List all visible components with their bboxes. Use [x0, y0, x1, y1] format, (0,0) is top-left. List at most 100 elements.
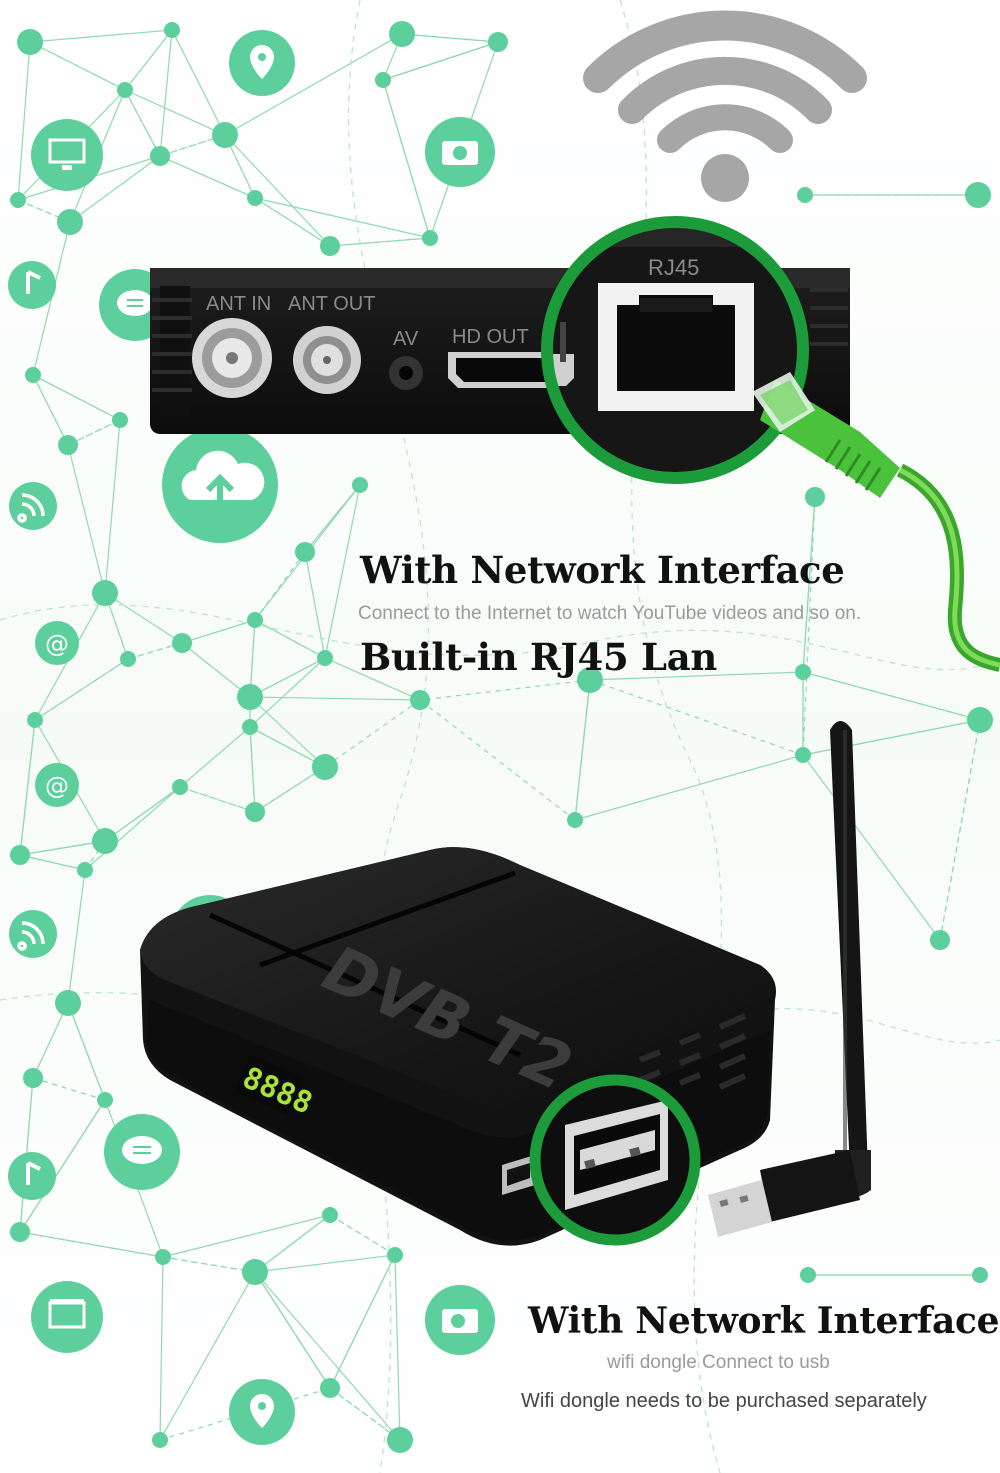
- network-node: [967, 707, 993, 733]
- network-line: [67, 1002, 106, 1101]
- network-line: [254, 197, 331, 247]
- network-line: [249, 696, 421, 701]
- network-line: [159, 29, 173, 157]
- network-node: [10, 845, 30, 865]
- section2-line1: wifi dongle Connect to usb: [607, 1352, 830, 1373]
- network-curve: [347, 0, 430, 1473]
- network-line: [419, 679, 591, 701]
- svg-text:@: @: [45, 772, 69, 800]
- section2-line2: Wifi dongle needs to be purchased separa…: [521, 1390, 927, 1412]
- email-at-icon: @: [35, 621, 79, 665]
- network-node: [972, 1267, 988, 1283]
- network-line: [171, 29, 226, 136]
- network-line: [574, 754, 804, 821]
- network-line: [32, 1002, 69, 1079]
- network-line: [67, 869, 86, 1004]
- network-line: [329, 237, 431, 247]
- network-node: [172, 633, 192, 653]
- network-line: [224, 33, 403, 136]
- network-node: [322, 1207, 338, 1223]
- network-line: [574, 679, 591, 821]
- rss-icon: [9, 482, 57, 530]
- ant-out-port: [293, 326, 361, 394]
- network-line: [329, 1387, 401, 1441]
- network-line: [29, 29, 173, 43]
- network-node: [155, 1249, 171, 1265]
- network-node: [247, 612, 263, 628]
- section1-subtitle: Connect to the Internet to watch YouTube…: [358, 603, 862, 624]
- network-line: [159, 155, 256, 199]
- hd-out-label: HD OUT: [452, 326, 529, 348]
- network-node: [152, 1432, 168, 1448]
- network-line: [802, 754, 941, 941]
- network-line: [254, 1214, 331, 1273]
- network-line: [249, 696, 326, 768]
- network-node: [117, 82, 133, 98]
- network-line: [249, 657, 326, 728]
- av-port: [389, 356, 423, 390]
- cloud-upload-icon: [162, 427, 278, 543]
- network-line: [254, 766, 326, 813]
- ant-in-label: ANT IN: [206, 293, 271, 315]
- network-line: [254, 619, 326, 659]
- network-line: [104, 419, 121, 594]
- wifi-dongle: [708, 1150, 860, 1237]
- network-line: [249, 726, 326, 768]
- network-line: [179, 786, 256, 813]
- network-node: [800, 1267, 816, 1283]
- network-node: [97, 1092, 113, 1108]
- network-line: [329, 1214, 396, 1256]
- usb-port-small: [502, 1155, 535, 1195]
- network-node: [242, 719, 258, 735]
- network-node: [795, 664, 811, 680]
- network-line: [19, 719, 36, 856]
- network-line: [32, 374, 121, 421]
- network-node: [23, 1068, 43, 1088]
- network-node: [164, 22, 180, 38]
- rj45-label: RJ45: [648, 255, 699, 280]
- network-line: [254, 1254, 396, 1273]
- network-line: [104, 592, 183, 644]
- network-line: [401, 33, 499, 43]
- network-line: [382, 33, 403, 81]
- network-line: [19, 840, 106, 856]
- network-line: [382, 79, 431, 239]
- ant-out-label: ANT OUT: [288, 293, 375, 315]
- network-line: [181, 642, 251, 698]
- rj45-zoom: RJ45: [541, 216, 809, 484]
- network-line: [181, 619, 256, 644]
- network-node: [77, 862, 93, 878]
- usb-zoom: [529, 1074, 701, 1246]
- network-line: [19, 1099, 106, 1233]
- network-line: [254, 1271, 401, 1441]
- ethernet-cable: [752, 372, 1000, 672]
- network-line: [419, 699, 576, 821]
- network-line: [802, 496, 816, 756]
- network-line: [19, 854, 86, 871]
- camera-icon-2: [425, 1285, 495, 1355]
- network-node: [295, 542, 315, 562]
- network-node: [965, 182, 991, 208]
- network-line: [104, 786, 181, 842]
- network-node: [410, 690, 430, 710]
- network-line: [589, 671, 804, 681]
- network-line: [67, 444, 106, 594]
- network-node: [488, 32, 508, 52]
- network-node: [58, 435, 78, 455]
- network-line: [179, 726, 251, 788]
- network-line: [224, 134, 256, 199]
- av-label: AV: [393, 328, 419, 350]
- network-line: [32, 1077, 106, 1101]
- network-line: [179, 786, 256, 813]
- network-node: [212, 122, 238, 148]
- network-node: [795, 747, 811, 763]
- network-line: [304, 551, 326, 659]
- network-line: [19, 1231, 164, 1258]
- network-node: [320, 1378, 340, 1398]
- network-line: [324, 657, 421, 701]
- network-line: [249, 726, 256, 813]
- network-line: [124, 89, 226, 136]
